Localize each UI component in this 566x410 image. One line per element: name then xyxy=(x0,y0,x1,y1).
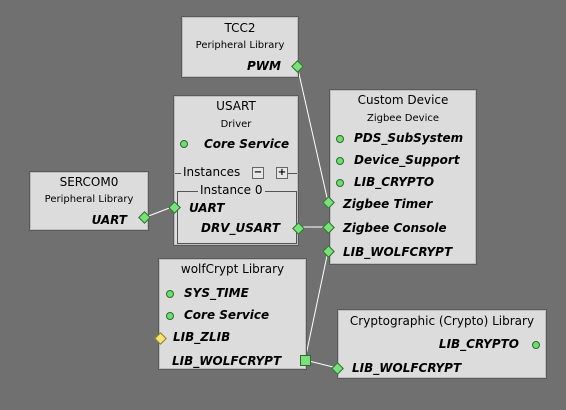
port-sys-time: SYS_TIME xyxy=(184,286,249,300)
node-subtitle: Driver xyxy=(220,119,252,130)
port-uart: UART xyxy=(189,201,225,215)
port-lib-wolfcrypt: LIB_WOLFCRYPT xyxy=(172,354,282,368)
port-core-service: Core Service xyxy=(184,308,270,322)
core-service-connector[interactable] xyxy=(166,312,174,320)
instances-separator-left xyxy=(175,173,181,174)
wolfcrypt-output-connector[interactable] xyxy=(300,355,311,366)
node-title: Custom Device xyxy=(357,93,449,107)
instance-minus-button[interactable]: − xyxy=(252,167,264,179)
port-zigbee-timer: Zigbee Timer xyxy=(343,197,433,211)
lib-crypto-connector[interactable] xyxy=(532,341,540,349)
node-title: SERCOM0 xyxy=(59,175,119,189)
wire-pwm-zigbee-timer xyxy=(296,64,329,203)
port-pwm: PWM xyxy=(247,59,281,73)
instance-plus-button[interactable]: + xyxy=(276,167,288,179)
usart-node[interactable]: USART Driver Core Service Instances − + … xyxy=(174,96,305,245)
sys-time-connector[interactable] xyxy=(166,290,174,298)
instances-label: Instances xyxy=(181,165,243,179)
port-pds-subsystem: PDS_SubSystem xyxy=(354,131,464,145)
port-lib-zlib: LIB_ZLIB xyxy=(173,330,231,344)
port-core-service: Core Service xyxy=(204,137,290,151)
wire-sercom-uart xyxy=(145,206,173,218)
sercom0-node[interactable]: SERCOM0 Peripheral Library UART xyxy=(30,172,148,230)
node-subtitle: Peripheral Library xyxy=(195,40,285,51)
node-title: TCC2 xyxy=(224,21,256,35)
wolfcrypt-node[interactable]: wolfCrypt Library SYS_TIME Core Service … xyxy=(154,259,306,369)
port-lib-wolfcrypt: LIB_WOLFCRYPT xyxy=(352,361,462,375)
wire-wolfcrypt-custom xyxy=(304,250,329,361)
core-service-connector[interactable] xyxy=(180,140,188,148)
lib-crypto-connector[interactable] xyxy=(336,179,344,187)
node-subtitle: Peripheral Library xyxy=(44,194,134,205)
tcc2-node[interactable]: TCC2 Peripheral Library PWM xyxy=(182,17,304,77)
instances-separator-right xyxy=(285,173,297,174)
instance-0-label: Instance 0 xyxy=(198,183,265,197)
device-support-connector[interactable] xyxy=(336,157,344,165)
port-drv-usart: DRV_USART xyxy=(201,221,281,235)
node-subtitle: Zigbee Device xyxy=(366,113,439,124)
node-title: Cryptographic (Crypto) Library xyxy=(349,314,535,328)
port-lib-crypto: LIB_CRYPTO xyxy=(438,337,519,351)
crypto-library-node[interactable]: Cryptographic (Crypto) Library LIB_CRYPT… xyxy=(338,310,546,378)
instance-0-frame xyxy=(177,191,297,244)
port-device-support: Device_Support xyxy=(354,153,460,167)
port-zigbee-console: Zigbee Console xyxy=(343,221,447,235)
port-lib-crypto: LIB_CRYPTO xyxy=(354,175,435,189)
port-uart: UART xyxy=(91,213,127,227)
pds-connector[interactable] xyxy=(336,135,344,143)
node-title: USART xyxy=(216,99,256,113)
custom-device-node[interactable]: Custom Device Zigbee Device PDS_SubSyste… xyxy=(330,90,476,264)
node-title: wolfCrypt Library xyxy=(180,262,285,276)
port-lib-wolfcrypt: LIB_WOLFCRYPT xyxy=(343,245,453,259)
